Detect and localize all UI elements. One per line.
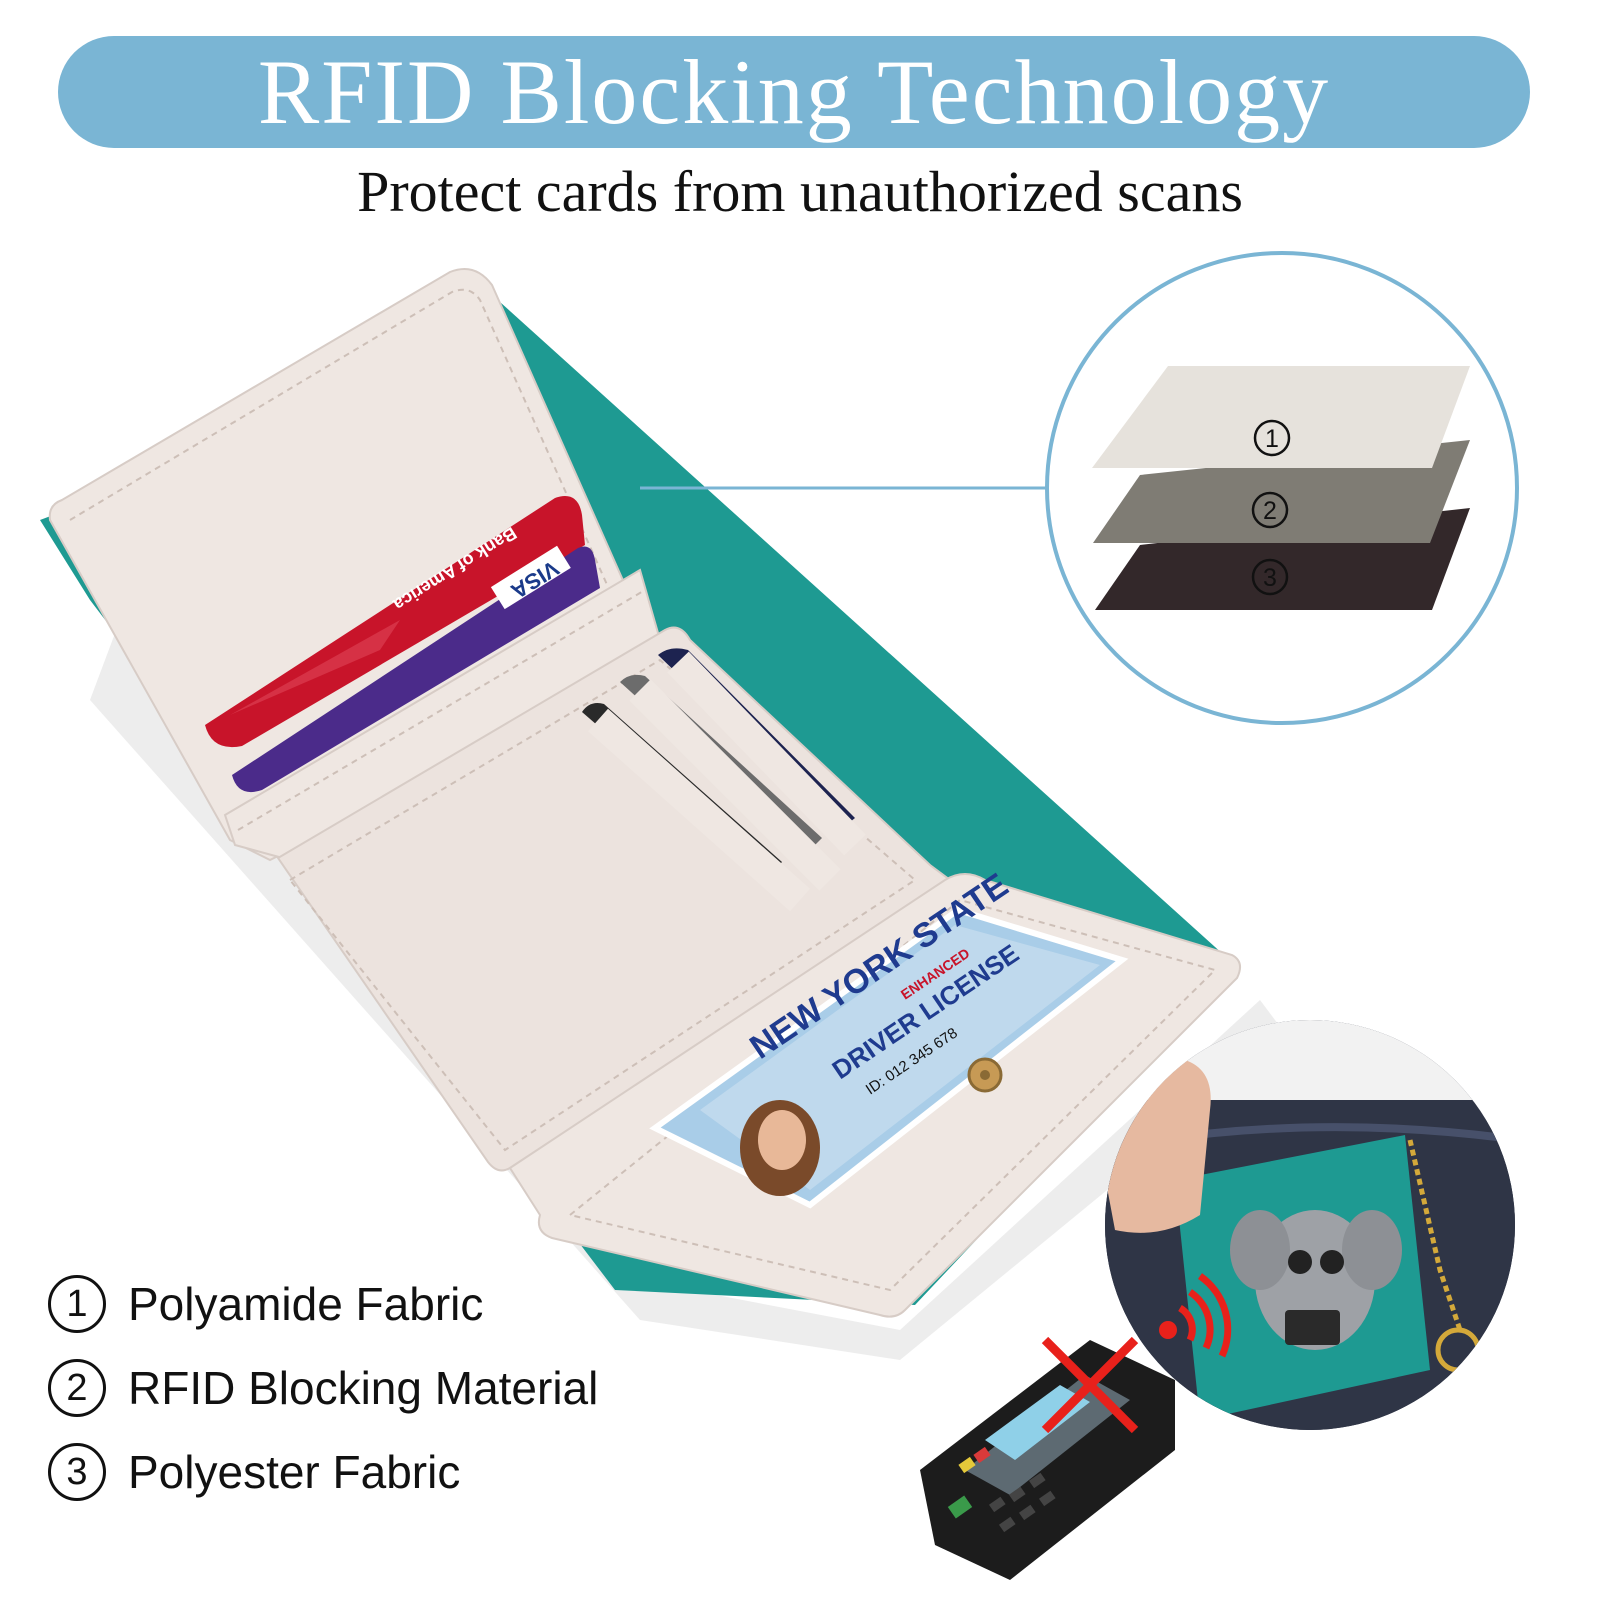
page-title: RFID Blocking Technology: [257, 41, 1331, 143]
legend-item: 3 Polyester Fabric: [48, 1430, 598, 1514]
layer-3-number: 3: [1263, 564, 1277, 592]
page-subtitle: Protect cards from unauthorized scans: [357, 159, 1243, 224]
legend-number: 3: [48, 1443, 106, 1501]
card-reader: [920, 1336, 1175, 1580]
cross-mark-icon: [1041, 1336, 1139, 1434]
wallet-illustration: Bank of America VISA NEW YORK STATE DRIV…: [40, 268, 1290, 1360]
title-banner: RFID Blocking Technology: [58, 36, 1530, 148]
layer-zoom-view: 3 2 1: [1045, 251, 1519, 725]
legend-number: 1: [48, 1275, 106, 1333]
layer-legend: 1 Polyamide Fabric 2 RFID Blocking Mater…: [48, 1262, 598, 1514]
legend-number: 2: [48, 1359, 106, 1417]
visa-card: [232, 546, 600, 793]
layer-1-number: 1: [1265, 425, 1279, 453]
legend-label: Polyamide Fabric: [128, 1278, 484, 1330]
layer-1-sheet: 1: [1092, 366, 1470, 468]
rfid-signal-icon: [1159, 1273, 1232, 1358]
legend-label: RFID Blocking Material: [128, 1362, 599, 1414]
layer-2-number: 2: [1263, 497, 1277, 525]
hand: [1105, 1060, 1211, 1233]
pocket-scene: [1105, 1020, 1515, 1430]
legend-item: 2 RFID Blocking Material: [48, 1346, 598, 1430]
legend-item: 1 Polyamide Fabric: [48, 1262, 598, 1346]
legend-label: Polyester Fabric: [128, 1446, 461, 1498]
card-reader-screen: [985, 1385, 1090, 1460]
